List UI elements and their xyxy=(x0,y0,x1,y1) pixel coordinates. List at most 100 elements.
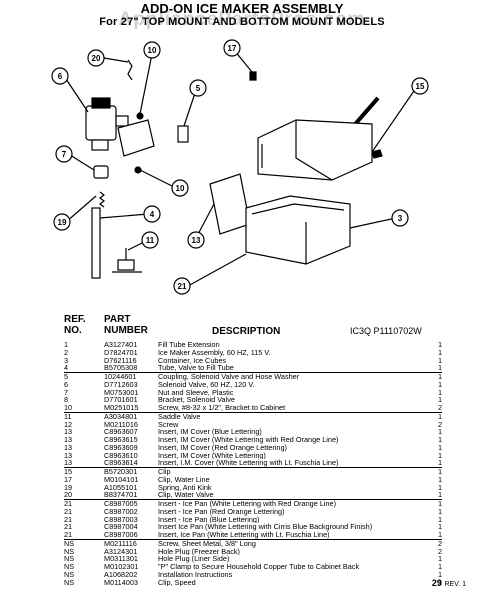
quantity-cell: 1 xyxy=(437,562,442,571)
part-number-cell: M0311301 xyxy=(104,554,138,564)
description-cell: Hole Plug (Freezer Back) xyxy=(158,547,240,556)
ref-cell: NS xyxy=(64,577,75,587)
description-cell: Bracket, Solenoid Valve xyxy=(158,396,235,404)
part-number-cell: M0114003 xyxy=(104,577,138,587)
parts-row: 17 M0104101 Clip, Water Line 1 xyxy=(64,474,442,484)
callout-5: 5 xyxy=(189,79,207,97)
ref-cell: 17 xyxy=(64,474,73,484)
quantity-cell: 1 xyxy=(437,467,442,476)
part-number-cell: C8963614 xyxy=(104,459,158,469)
description-cell: Insert, IM Cover (Red Orange Lettering) xyxy=(158,443,287,452)
description-cell: Insert, IM Cover (White Lettering with R… xyxy=(158,436,339,444)
part-number-cell: M0251015 xyxy=(104,404,158,413)
quantity-cell: 2 xyxy=(437,538,442,548)
quantity-cell: 1 xyxy=(437,340,442,349)
callout-label: 20 xyxy=(92,54,101,63)
ref-cell: NS xyxy=(64,554,75,564)
description-cell: Insert, IM Cover (White Lettering) xyxy=(158,451,266,460)
quantity-cell: 1 xyxy=(437,577,442,587)
ref-cell: NS xyxy=(64,538,75,548)
callout-label: 13 xyxy=(192,236,201,245)
clip-part-15 xyxy=(371,149,383,159)
part-number-cell: D7701601 xyxy=(104,395,138,405)
part-number-cell: B5705308 xyxy=(104,364,158,374)
clip-part-20 xyxy=(127,59,133,81)
description-cell: Coupling, Solenoid Valve and Hose Washer xyxy=(158,372,300,381)
saddle-valve-part xyxy=(117,259,135,271)
part-number-cell: B5720301 xyxy=(104,467,138,476)
page-subtitle: For 27" TOP MOUNT AND BOTTOM MOUNT MODEL… xyxy=(99,16,385,28)
part-number-cell: M0104101 xyxy=(104,474,139,484)
ref-cell: NS xyxy=(64,569,75,579)
quantity-cell: 1 xyxy=(437,347,442,357)
quantity-cell: 2 xyxy=(428,404,442,413)
part-number-cell: M0753001 xyxy=(104,387,139,397)
quantity-cell: 1 xyxy=(437,450,442,460)
ref-cell: 21 xyxy=(64,499,73,508)
callout-4: 4 xyxy=(143,205,161,223)
callout-label: 10 xyxy=(148,46,157,55)
quantity-cell: 1 xyxy=(437,387,442,397)
quantity-cell: 1 xyxy=(437,474,442,484)
ref-cell: 15 xyxy=(64,467,73,476)
quantity-cell: 1 xyxy=(428,491,442,501)
tube-part xyxy=(91,207,101,279)
page-title: ADD-ON ICE MAKER ASSEMBLY xyxy=(140,1,344,16)
description-cell: Clip, Water Line xyxy=(158,475,210,484)
description-cell: Container, Ice Cubes xyxy=(158,356,227,365)
clip-part-17 xyxy=(249,71,257,81)
part-number-cell: C8987005 xyxy=(104,499,138,508)
catalog-code: IC3Q P1110702W xyxy=(350,326,422,336)
description-cell: Insert - Ice Pan (Red Orange Lettering) xyxy=(158,507,285,516)
quantity-cell: 1 xyxy=(428,531,442,540)
quantity-cell: 1 xyxy=(437,506,442,516)
callout-label: 3 xyxy=(398,214,403,223)
ref-cell: 1 xyxy=(64,340,69,349)
callout-7: 7 xyxy=(55,145,73,163)
description-cell: Ice Maker Assembly, 60 HZ, 115 V. xyxy=(158,348,271,357)
callout-6: 6 xyxy=(51,67,69,85)
description-cell: Spring, Anti Kink xyxy=(158,483,212,492)
description-cell: Solenoid Valve, 60 HZ, 120 V. xyxy=(158,380,255,389)
description-cell: Tube, Valve to Fill Tube xyxy=(158,364,428,374)
ref-cell: 3 xyxy=(64,355,69,365)
ref-cell: 4 xyxy=(64,364,104,374)
ref-cell: 7 xyxy=(64,387,69,397)
part-number-cell: A3127401 xyxy=(104,340,138,349)
part-number-cell: 10244601 xyxy=(104,372,137,381)
ref-cell: 10 xyxy=(64,404,104,413)
part-number-cell: C8987002 xyxy=(104,506,138,516)
part-number-cell: C8963615 xyxy=(104,435,138,444)
callout-label: 21 xyxy=(178,282,187,291)
ref-header: REF.NO. xyxy=(64,314,86,336)
ref-cell: NS xyxy=(64,546,75,556)
part-number-cell: A3034801 xyxy=(104,411,138,421)
part-number-cell: A1068202 xyxy=(104,569,138,579)
ice-maker-part xyxy=(257,119,373,181)
callout-label: 11 xyxy=(146,236,155,245)
description-header: DESCRIPTION xyxy=(212,326,281,337)
description-cell: Screw, #8-32 x 1/2", Bracket to Cabinet xyxy=(158,404,428,413)
part-number-cell: C8963610 xyxy=(104,450,138,460)
